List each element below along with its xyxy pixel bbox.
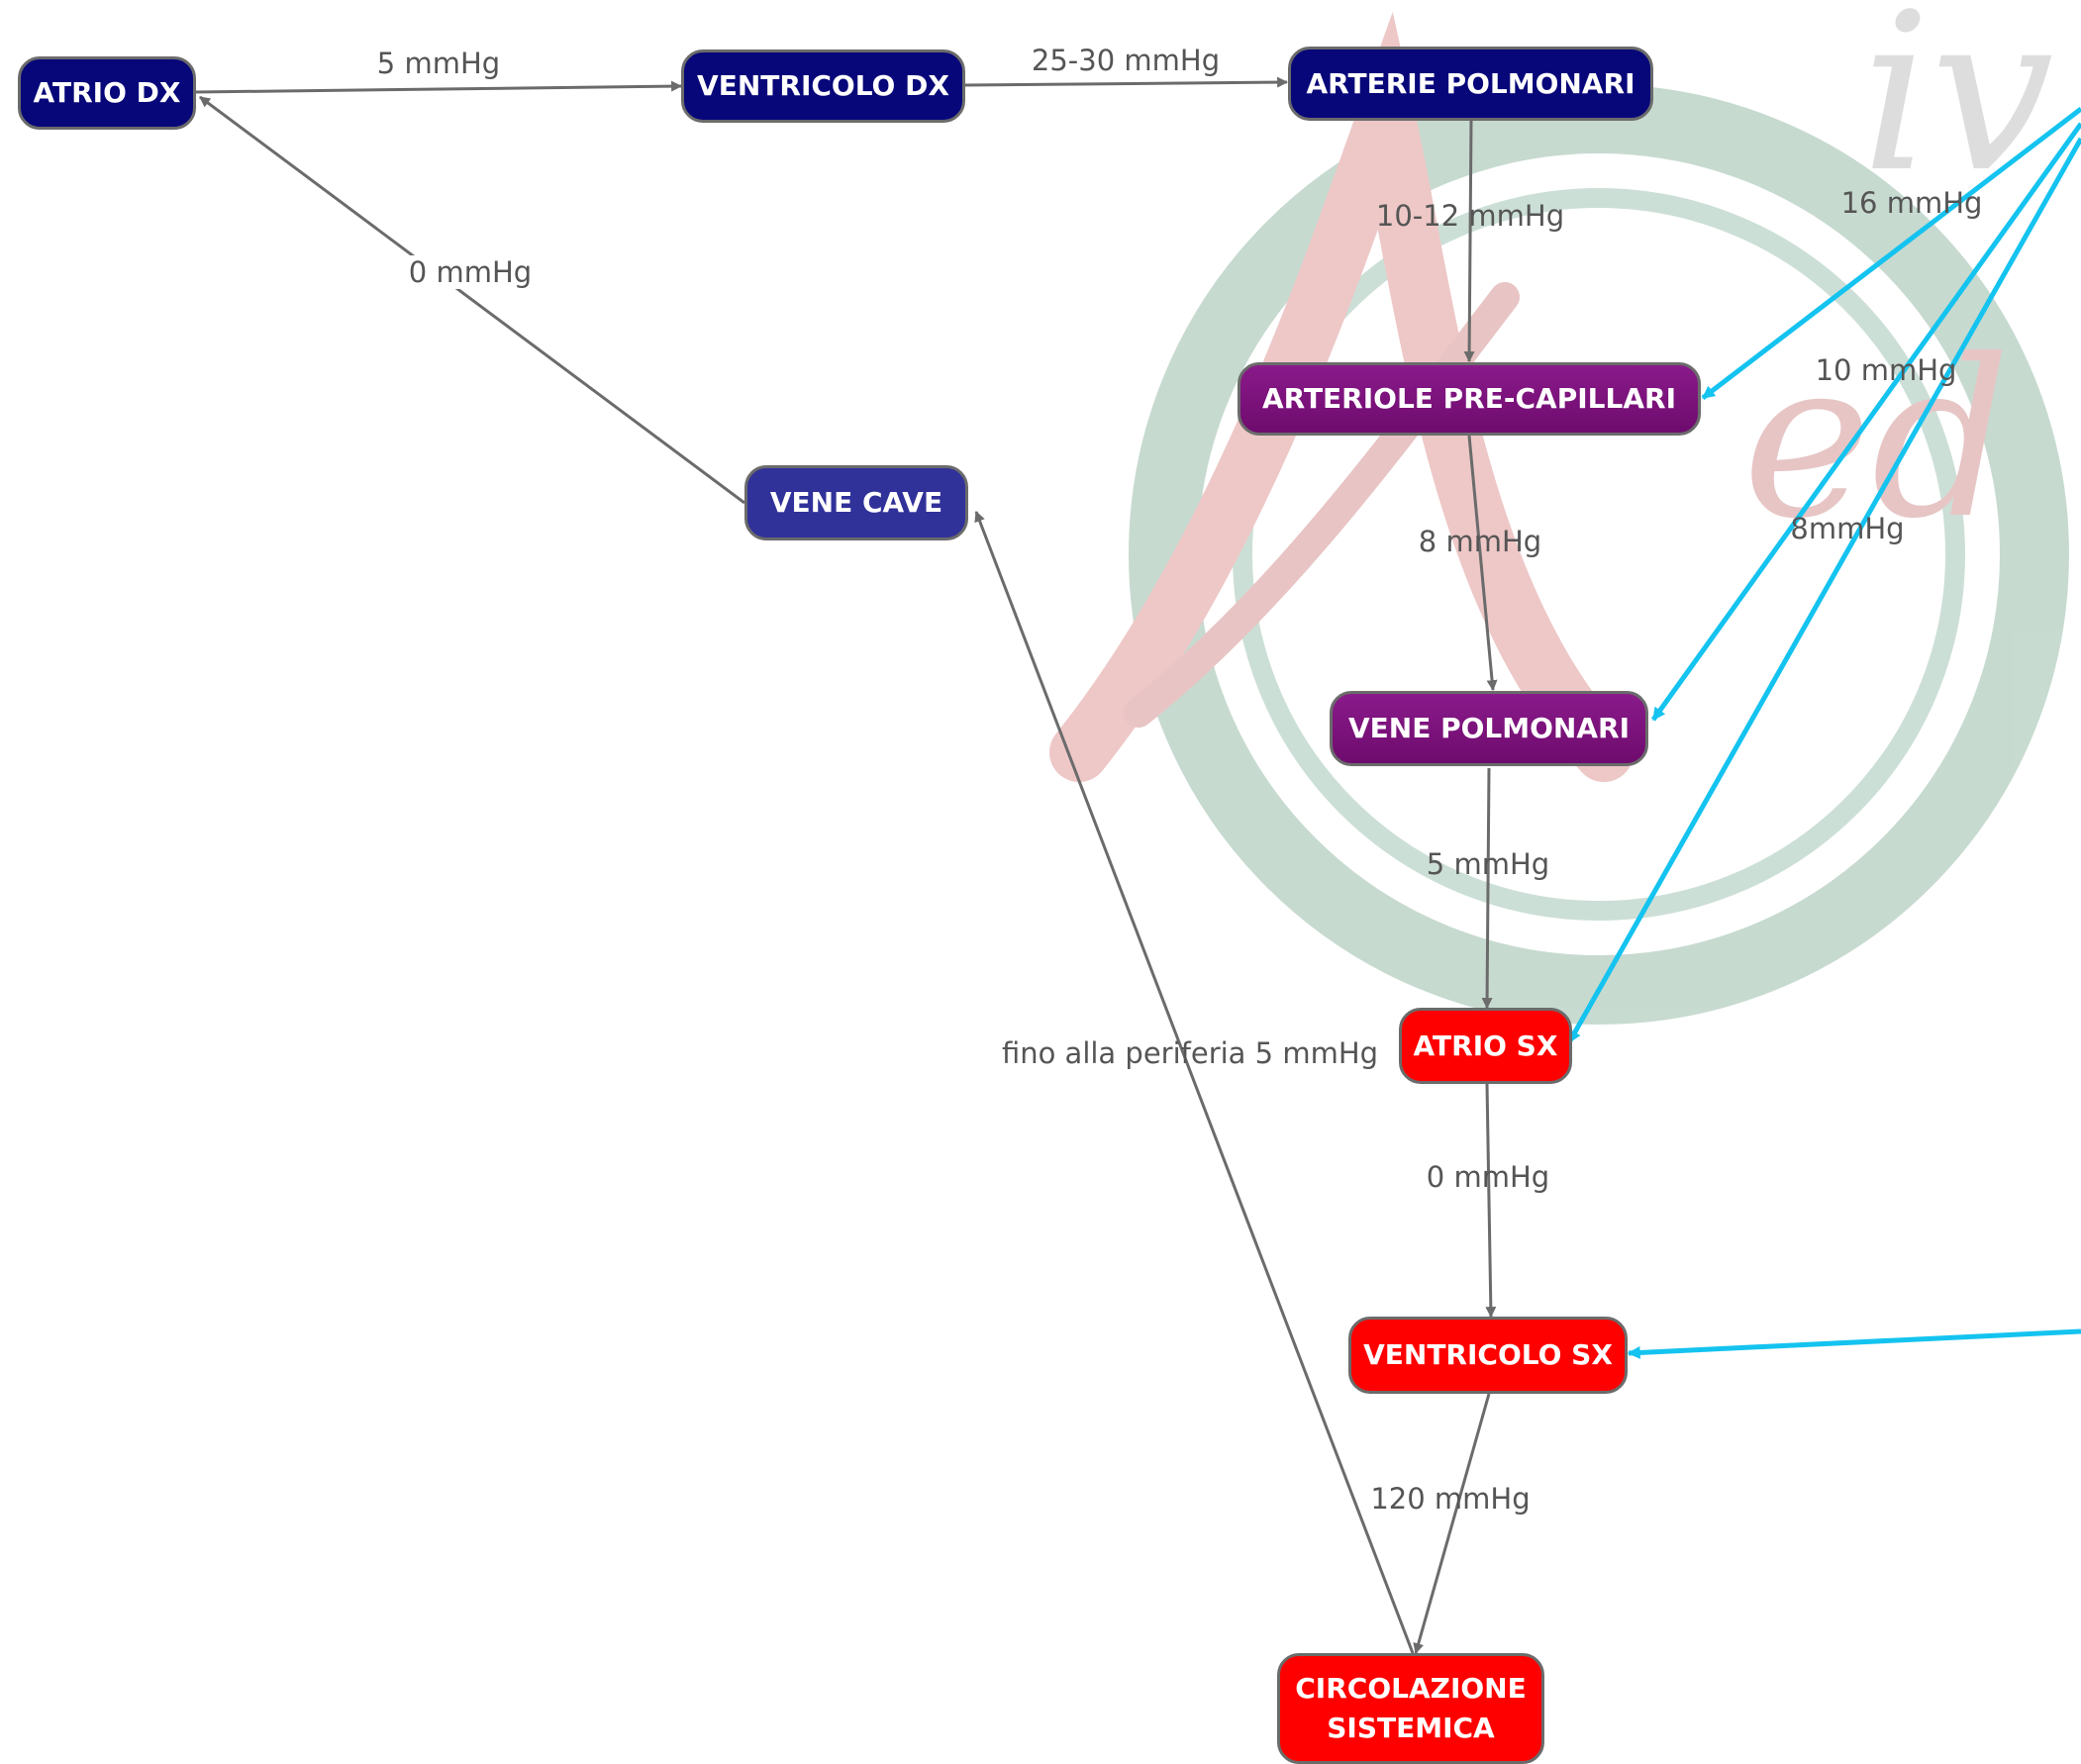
node-ventricolo-dx-label: VENTRICOLO DX (697, 69, 949, 102)
node-circolazione-sistemica-line1: CIRCOLAZIONE (1295, 1672, 1527, 1705)
edge-cyan-to-arteriole (1701, 107, 2081, 400)
edge-label-cyan-16: 16 mmHg (1840, 186, 1983, 220)
edges-cyan (1566, 107, 2081, 1359)
node-atrio-dx-label: ATRIO DX (33, 76, 181, 109)
node-vene-cave[interactable]: VENE CAVE (744, 465, 968, 540)
edge-cyan-to-atrio-sx (1566, 137, 2081, 1044)
edge-label-ventricolo-sx-circolazione: 120 mmHg (1370, 1482, 1531, 1516)
node-vene-polmonari[interactable]: VENE POLMONARI (1330, 691, 1648, 766)
watermark-logo: iv ed (1049, 0, 2069, 1025)
edge-label-atrio-ventricolo-sx: 0 mmHg (1426, 1160, 1550, 1194)
edge-label-ventricolo-dx-arterie: 25-30 mmHg (1031, 44, 1221, 77)
edge-label-circolazione-vene-cave: fino alla periferia 5 mmHg (1001, 1036, 1379, 1070)
node-ventricolo-sx-label: VENTRICOLO SX (1363, 1338, 1613, 1371)
node-arteriole-pre-capillari-label: ARTERIOLE PRE-CAPILLARI (1261, 382, 1677, 415)
edge-label-cyan-8: 8mmHg (1790, 512, 1905, 545)
edge-circolazione-to-vene-cave (974, 510, 1415, 1654)
edge-label-atrio-ventricolo-dx: 5 mmHg (376, 47, 501, 80)
node-ventricolo-dx[interactable]: VENTRICOLO DX (681, 49, 965, 123)
node-arterie-polmonari-label: ARTERIE POLMONARI (1306, 66, 1635, 100)
edge-arterie-to-arteriole (1463, 120, 1475, 363)
edge-ventricolo-dx-to-arterie (964, 76, 1289, 88)
edge-vene-cave-to-atrio-dx (199, 95, 745, 505)
node-arterie-polmonari[interactable]: ARTERIE POLMONARI (1288, 47, 1653, 121)
node-atrio-dx[interactable]: ATRIO DX (18, 56, 196, 130)
edge-vene-polmonari-to-atrio-sx (1481, 767, 1493, 1010)
edge-arteriole-to-vene-polmonari (1467, 435, 1498, 692)
edge-label-arteriole-vene-polmonari: 8 mmHg (1418, 525, 1542, 558)
edge-cyan-to-ventricolo-sx (1627, 1328, 2081, 1359)
edge-ventricolo-sx-to-circolazione (1413, 1393, 1491, 1655)
node-atrio-sx-label: ATRIO SX (1413, 1029, 1558, 1062)
svg-text:iv: iv (1861, 0, 2054, 220)
node-atrio-sx[interactable]: ATRIO SX (1399, 1008, 1572, 1084)
edge-label-arterie-arteriole: 10-12 mmHg (1375, 199, 1565, 233)
edge-label-vene-cave-atrio-dx: 0 mmHg (408, 255, 533, 289)
node-circolazione-sistemica[interactable]: CIRCOLAZIONE SISTEMICA (1277, 1653, 1544, 1764)
node-vene-cave-label: VENE CAVE (769, 486, 943, 519)
node-circolazione-sistemica-line2: SISTEMICA (1327, 1712, 1495, 1744)
svg-text:ed: ed (1742, 313, 2011, 566)
edge-label-vene-polmonari-atrio-sx: 5 mmHg (1426, 847, 1550, 881)
edge-atrio-sx-to-ventricolo-sx (1485, 1083, 1497, 1319)
edge-atrio-dx-to-ventricolo-dx (195, 80, 683, 94)
edge-label-cyan-10: 10 mmHg (1815, 353, 1957, 387)
node-arteriole-pre-capillari[interactable]: ARTERIOLE PRE-CAPILLARI (1238, 362, 1701, 436)
node-vene-polmonari-label: VENE POLMONARI (1347, 712, 1631, 744)
edges-gray (195, 76, 1498, 1655)
node-ventricolo-sx[interactable]: VENTRICOLO SX (1348, 1317, 1628, 1394)
edge-cyan-to-vene-polmonari (1650, 122, 2081, 722)
